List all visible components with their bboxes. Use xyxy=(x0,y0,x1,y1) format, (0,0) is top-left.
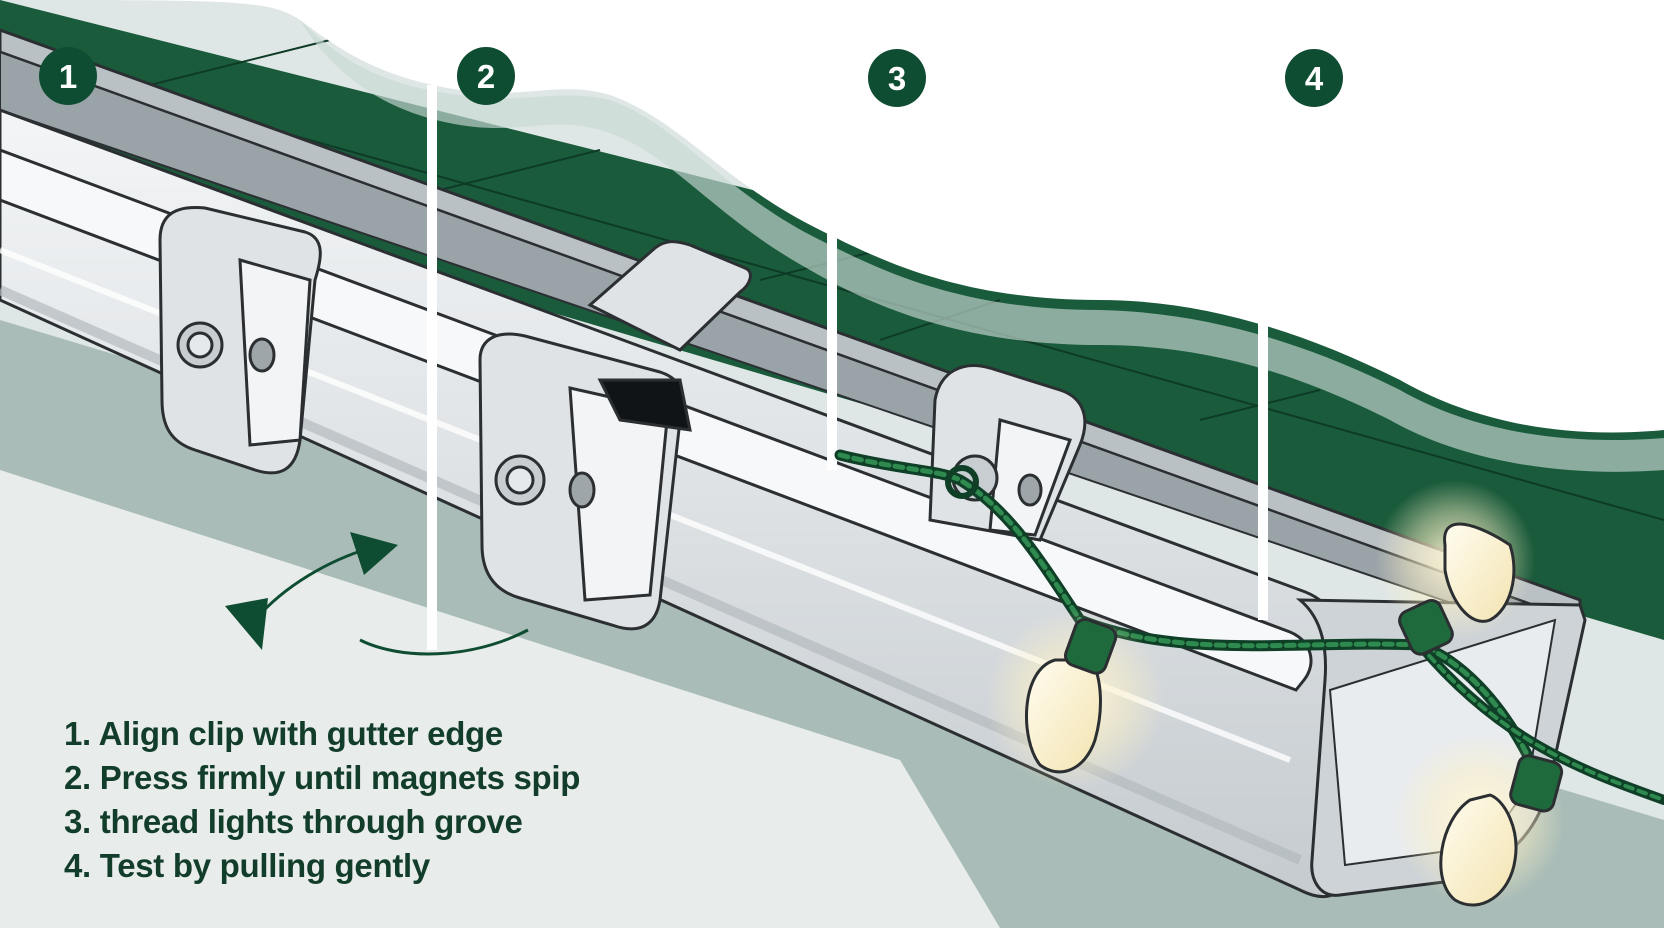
instruction-step-1: 1. Align clip with gutter edge xyxy=(64,715,503,752)
step-badge-2: 2 xyxy=(457,47,515,105)
step-badge-4: 4 xyxy=(1285,49,1343,107)
ground-light xyxy=(0,470,1000,928)
step-badge-1: 1 xyxy=(39,47,97,105)
light-bulb-icon xyxy=(985,480,1565,907)
roof-snow-shadow xyxy=(300,20,1664,472)
gutter-clip-1 xyxy=(158,205,322,475)
step-dividers xyxy=(427,0,1268,650)
instruction-list: 1. Align clip with gutter edge 2. Press … xyxy=(64,712,580,888)
gutter-clip-2 xyxy=(478,240,752,631)
instruction-step-4: 4. Test by pulling gently xyxy=(64,847,430,884)
instruction-step-2: 2. Press firmly until magnets spip xyxy=(64,759,581,796)
step-badge-3: 3 xyxy=(868,49,926,107)
instruction-step-3: 3. thread lights through grove xyxy=(64,803,523,840)
curved-double-arrow-icon xyxy=(225,532,529,656)
